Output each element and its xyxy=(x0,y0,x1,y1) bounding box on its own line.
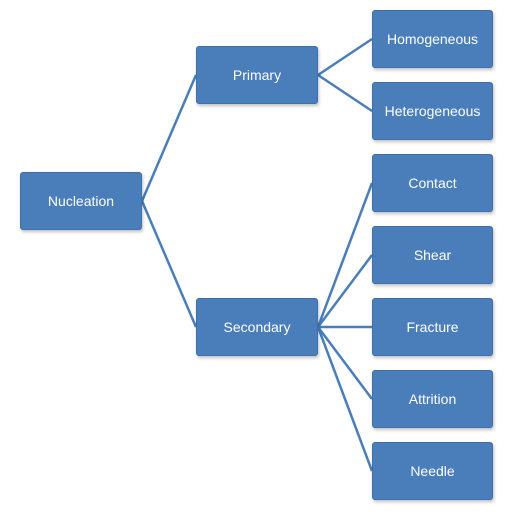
node-needle: Needle xyxy=(372,442,493,500)
node-shear: Shear xyxy=(372,226,493,284)
node-label: Primary xyxy=(232,67,282,83)
node-primary: Primary xyxy=(196,46,318,104)
node-label: Fracture xyxy=(406,319,459,335)
node-heterogeneous: Heterogeneous xyxy=(372,82,493,140)
node-fracture: Fracture xyxy=(372,298,493,356)
connector-primary-homogeneous xyxy=(317,37,373,77)
connector-secondary-needle xyxy=(316,326,374,472)
node-attrition: Attrition xyxy=(372,370,493,428)
connector-secondary-shear xyxy=(317,254,373,328)
node-label: Needle xyxy=(410,463,455,479)
node-label: Contact xyxy=(408,175,457,191)
connector-root-primary xyxy=(140,74,198,202)
node-homogeneous: Homogeneous xyxy=(372,10,493,68)
node-label: Homogeneous xyxy=(386,31,479,47)
connector-root-secondary xyxy=(140,200,198,328)
node-label: Heterogeneous xyxy=(384,103,481,119)
node-label: Attrition xyxy=(408,391,457,407)
connector-primary-heterogeneous xyxy=(317,73,373,113)
node-label: Nucleation xyxy=(47,193,115,209)
connector-secondary-attrition xyxy=(317,326,373,400)
node-label: Shear xyxy=(413,247,452,263)
node-nucleation: Nucleation xyxy=(20,172,142,230)
node-contact: Contact xyxy=(372,154,493,212)
connector-secondary-contact xyxy=(316,182,374,328)
node-secondary: Secondary xyxy=(196,298,318,356)
node-label: Secondary xyxy=(223,319,291,335)
